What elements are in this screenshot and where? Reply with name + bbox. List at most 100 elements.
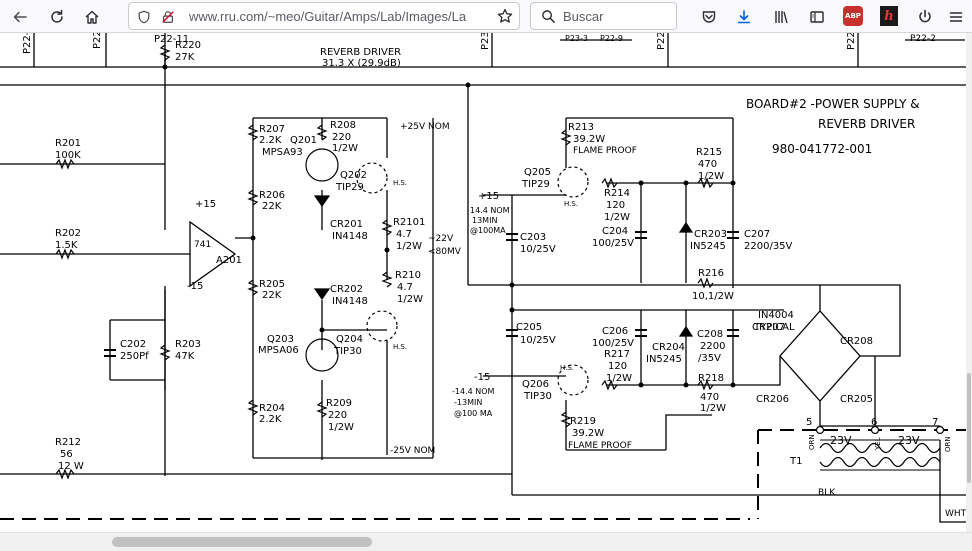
reload-icon[interactable] bbox=[44, 4, 70, 30]
title-line2: REVERB DRIVER bbox=[818, 117, 915, 131]
q205-ref: Q205 bbox=[524, 167, 551, 178]
a201-value: 741 bbox=[194, 240, 211, 250]
c202-ref: C202 bbox=[120, 339, 146, 350]
winding-1: 23V bbox=[830, 434, 852, 447]
menu-icon[interactable] bbox=[943, 4, 969, 30]
ac22-note: ~22V bbox=[428, 234, 454, 244]
vertical-scroll-thumb[interactable] bbox=[967, 373, 971, 483]
tap-5: 5 bbox=[806, 417, 812, 428]
adblock-plus-icon[interactable]: ABP bbox=[843, 6, 863, 26]
c205-value: 10/25V bbox=[520, 335, 556, 346]
minus15-reg: -15 bbox=[474, 372, 490, 383]
c206-value: 100/25V bbox=[592, 338, 634, 349]
wire-yel: YEL bbox=[874, 437, 882, 451]
minus15-opamp: -15 bbox=[187, 281, 203, 292]
r201-value: 100K bbox=[55, 150, 81, 161]
r216-value: 10,1/2W bbox=[692, 291, 734, 302]
r209-value: 220 bbox=[328, 410, 347, 421]
q206-value: TIP30 bbox=[523, 391, 552, 402]
t1-ref: T1 bbox=[789, 456, 802, 467]
c204-value: 100/25V bbox=[592, 238, 634, 249]
minus15-box-2: -13MIN bbox=[454, 398, 482, 407]
back-arrow-icon[interactable] bbox=[7, 4, 33, 30]
c202-value: 250Pf bbox=[120, 351, 149, 362]
r207-value: 2.2K bbox=[259, 135, 282, 146]
r215-value: 470 bbox=[698, 159, 717, 170]
horizontal-scroll-thumb[interactable] bbox=[112, 537, 372, 547]
wire-blk: BLK bbox=[818, 488, 836, 498]
cr203-ref: CR203 bbox=[694, 229, 727, 240]
hs-q206: H.S. bbox=[560, 364, 574, 372]
hs-q205: H.S. bbox=[564, 200, 578, 208]
r219-flameproof: FLAME PROOF bbox=[568, 441, 632, 451]
address-bar[interactable]: www.rru.com/~meo/Guitar/Amps/Lab/Images/… bbox=[128, 2, 520, 30]
extension-h-icon[interactable]: h bbox=[880, 6, 898, 26]
reverb-driver-gain: 31.3 X (29.9dB) bbox=[322, 58, 401, 69]
r203-ref: R203 bbox=[175, 339, 201, 350]
url-text[interactable]: www.rru.com/~meo/Guitar/Amps/Lab/Images/… bbox=[189, 9, 467, 24]
r2101-ref: R2101 bbox=[393, 217, 425, 228]
pocket-icon[interactable] bbox=[696, 4, 722, 30]
vertical-scrollbar[interactable] bbox=[966, 33, 972, 532]
r202-value: 1.5K bbox=[55, 240, 78, 251]
search-placeholder[interactable]: Buscar bbox=[563, 9, 604, 24]
download-icon[interactable] bbox=[731, 4, 757, 30]
r208-ref: R208 bbox=[330, 120, 356, 131]
c203-value: 10/25V bbox=[520, 244, 556, 255]
label-p22-8: P22-8 bbox=[22, 33, 33, 54]
r208-value: 220 bbox=[332, 132, 351, 143]
c208-ref: C208 bbox=[697, 329, 723, 340]
c204-ref: C204 bbox=[602, 226, 628, 237]
label-p23-3: P23-3 bbox=[565, 34, 588, 43]
c205-ref: C205 bbox=[516, 322, 542, 333]
r204-value: 2.2K bbox=[259, 414, 282, 425]
c207-value: 2200/35V bbox=[744, 241, 793, 252]
r206-ref: R206 bbox=[259, 190, 285, 201]
part-number: 980-041772-001 bbox=[772, 142, 872, 156]
label-p22-9: P22-9 bbox=[600, 34, 623, 43]
home-icon[interactable] bbox=[79, 4, 105, 30]
shield-icon[interactable] bbox=[137, 9, 151, 28]
tap-6: 6 bbox=[871, 417, 877, 428]
insecure-lock-icon[interactable] bbox=[161, 9, 175, 28]
a201-ref: A201 bbox=[216, 255, 242, 266]
plus15-opamp: +15 bbox=[195, 199, 216, 210]
r218-ref: R218 bbox=[698, 373, 724, 384]
sidebar-icon[interactable] bbox=[804, 4, 830, 30]
q202-ref: Q202 bbox=[340, 170, 367, 181]
cr201-ref: CR201 bbox=[330, 219, 363, 230]
r214-value: 120 bbox=[606, 200, 625, 211]
r216-ref: R216 bbox=[698, 268, 724, 279]
q205-value: TIP29 bbox=[521, 179, 550, 190]
horizontal-scrollbar[interactable] bbox=[0, 532, 972, 551]
plus15-box-3: @100MA bbox=[470, 226, 506, 235]
r217-power: 1/2W bbox=[606, 373, 632, 384]
cr202-value: IN4148 bbox=[332, 296, 368, 307]
search-bar[interactable]: Buscar bbox=[530, 2, 677, 30]
r220-ref: R220 bbox=[175, 40, 201, 51]
r212-power: 12 W bbox=[58, 461, 84, 472]
q204-ref: Q204 bbox=[336, 334, 363, 345]
r209-power: 1/2W bbox=[328, 422, 354, 433]
cr205-ref: CR205 bbox=[840, 394, 873, 405]
label-p22-6: P22-6 bbox=[656, 33, 667, 50]
r203-value: 47K bbox=[175, 351, 195, 362]
r210-ref: R210 bbox=[395, 270, 421, 281]
r202-ref: R202 bbox=[55, 228, 81, 239]
hs-q202: H.S. bbox=[393, 179, 407, 187]
r213-flameproof: FLAME PROOF bbox=[573, 146, 637, 156]
q206-ref: Q206 bbox=[522, 379, 549, 390]
r214-ref: R214 bbox=[604, 188, 630, 199]
browser-toolbar: www.rru.com/~meo/Guitar/Amps/Lab/Images/… bbox=[0, 0, 972, 33]
library-icon[interactable] bbox=[768, 4, 794, 30]
plus15-reg: +15 bbox=[478, 191, 499, 202]
cr204-ref: CR204 bbox=[652, 342, 685, 353]
ac80-note: <80MV bbox=[428, 247, 462, 257]
cr207-value: IN4004 bbox=[758, 310, 794, 321]
r207-ref: R207 bbox=[259, 124, 285, 135]
c208-value: 2200 bbox=[700, 341, 725, 352]
r218-power: 1/2W bbox=[700, 403, 726, 414]
bookmark-star-icon[interactable] bbox=[497, 8, 513, 28]
power-icon[interactable] bbox=[912, 4, 938, 30]
plus15-box-2: 13MIN bbox=[472, 216, 497, 225]
